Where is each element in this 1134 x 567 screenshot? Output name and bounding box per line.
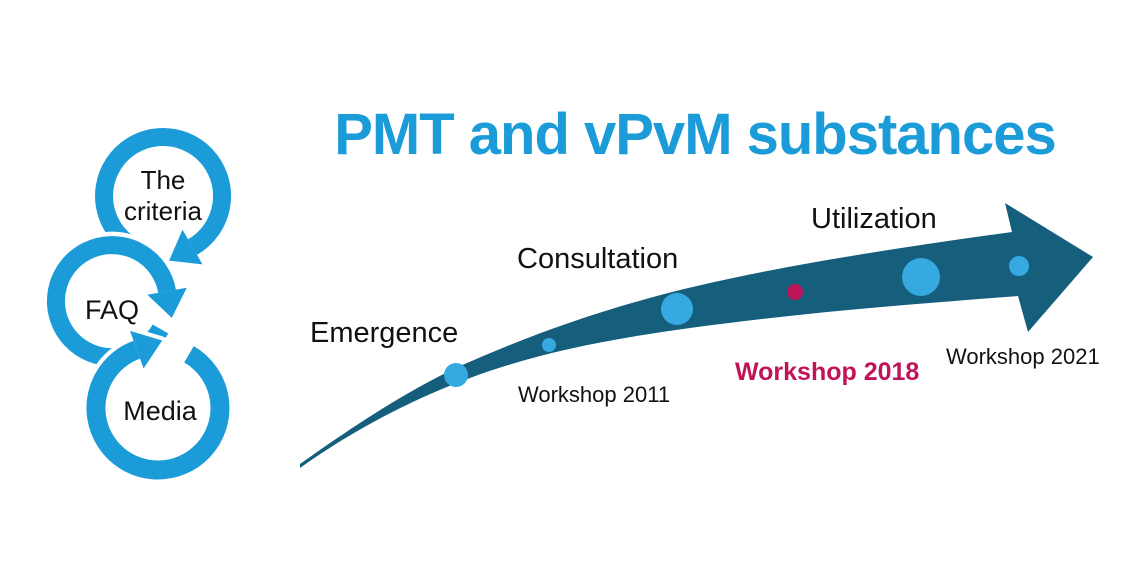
- cycle-arrowhead-icon: [130, 330, 163, 369]
- milestone-label-workshop-2011: Workshop 2011: [518, 382, 671, 407]
- page-title: PMT and vPvM substances: [334, 102, 1057, 167]
- phase-label-utilization: Utilization: [811, 203, 937, 235]
- milestone-label-workshop-2018: Workshop 2018: [735, 358, 920, 386]
- milestone-dot-workshop-2011: [542, 338, 556, 352]
- cycle-item-faq: FAQ: [84, 295, 139, 325]
- phase-label-emergence: Emergence: [310, 317, 459, 349]
- milestone-dots: [444, 256, 1029, 387]
- milestone-dot-consultation: [661, 293, 693, 325]
- cycle-diagram: [42, 123, 236, 484]
- cycle-arrow-icon: [95, 127, 232, 260]
- phase-label-consultation: Consultation: [517, 243, 679, 275]
- cycle-arrow-icon: [86, 340, 230, 480]
- cycle-arrowhead-icon: [169, 229, 203, 265]
- milestone-dot-utilization: [902, 258, 940, 296]
- milestone-dot-emergence: [444, 363, 468, 387]
- cycle-item-the-criteria: The criteria: [123, 165, 202, 227]
- milestone-dot-workshop-2018: [787, 284, 803, 300]
- milestone-label-workshop-2021: Workshop 2021: [946, 344, 1100, 369]
- cycle-item-media: Media: [123, 396, 197, 426]
- timeline-arrow: [300, 203, 1093, 468]
- milestone-dot-workshop-2021: [1009, 256, 1029, 276]
- cycle-arrowhead-icon: [147, 287, 187, 318]
